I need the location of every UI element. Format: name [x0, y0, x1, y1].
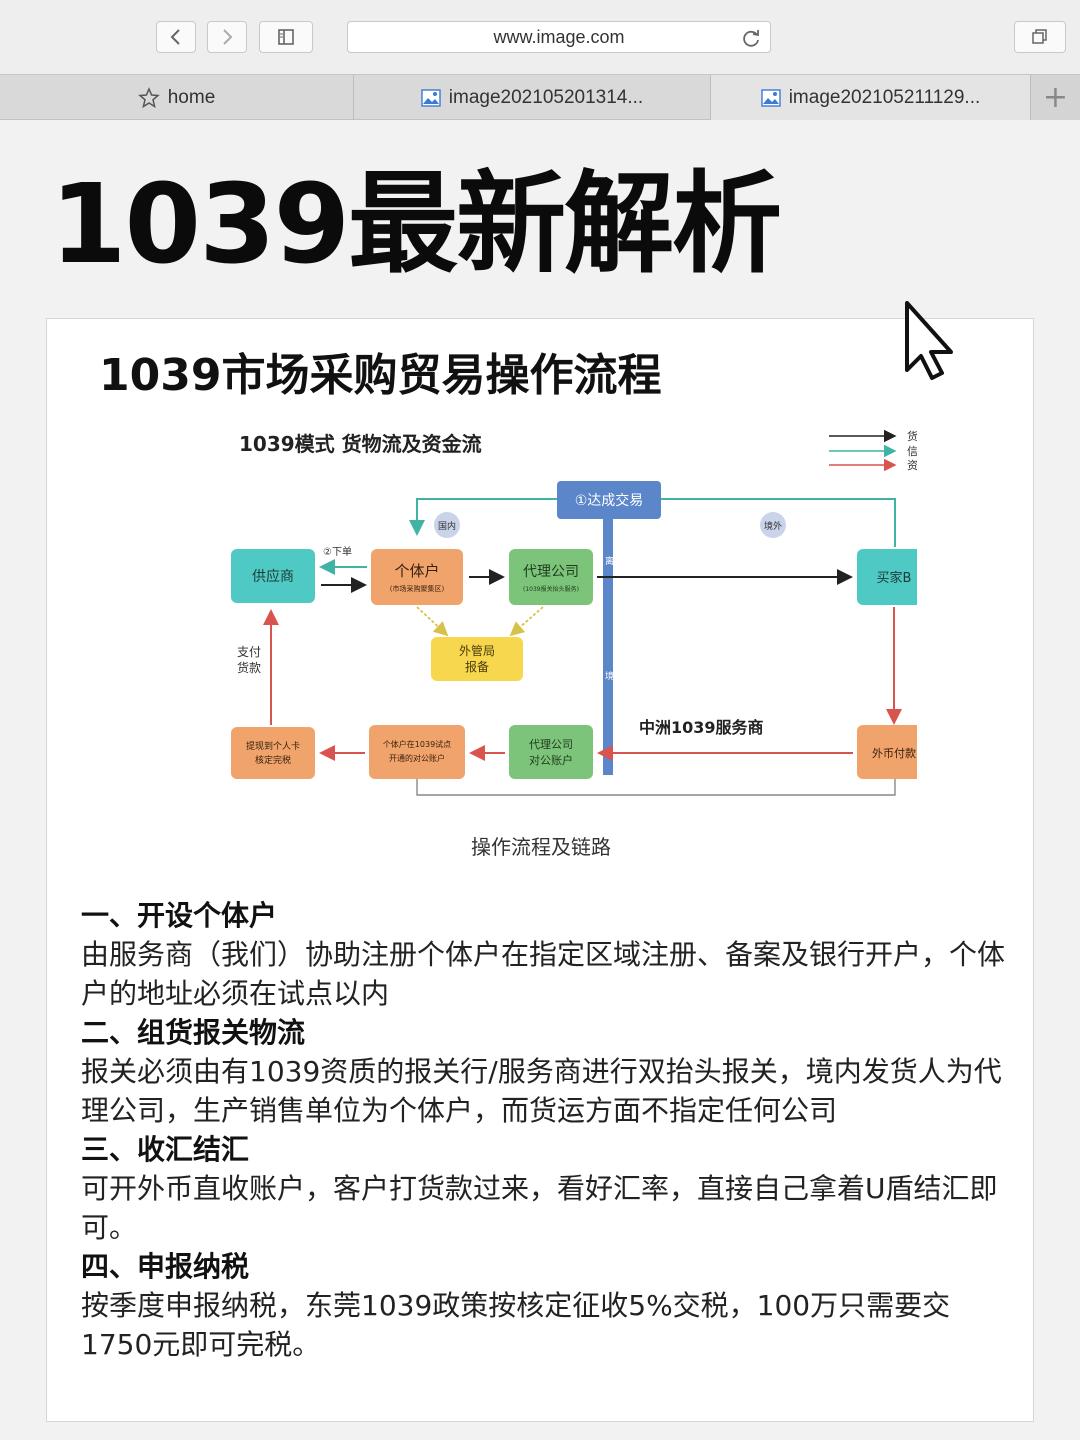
fx-bureau-node: [431, 637, 523, 681]
service-provider-label: 中洲1039服务商: [639, 718, 764, 737]
chevron-left-icon: [170, 29, 180, 45]
legend-funds: 资金流: [907, 458, 917, 472]
fx-bureau-label-1: 外管局: [459, 643, 495, 658]
section-body: 由服务商（我们）协助注册个体户在指定区域注册、备案及银行开户，个体户的地址必须在…: [81, 938, 1006, 1010]
star-icon: [137, 86, 160, 108]
bar-char-1: 离: [605, 555, 614, 567]
tab-bar: home image202105201314... image202105211…: [0, 74, 1080, 120]
deal-node-label: ①达成交易: [575, 492, 644, 509]
legend-info: 信息流: [907, 444, 917, 458]
individual-account-node: [369, 725, 465, 779]
tabs-icon: [1032, 29, 1047, 44]
order-label: ②下单: [323, 546, 352, 558]
pay-label-1: 支付: [237, 645, 261, 659]
supplier-label: 供应商: [252, 568, 294, 585]
section-heading: 二、组货报关物流: [81, 1016, 306, 1049]
diagram-title: 1039模式 货物流及资金流: [239, 432, 482, 456]
foreign-payment-node: [857, 725, 917, 779]
bar-char-2: 境: [605, 670, 614, 682]
flow-diagram: 1039模式 货物流及资金流 货物流 信息流 资金流 离 境 ①达成交易 国内 …: [231, 429, 917, 796]
legend-goods: 货物流: [907, 429, 917, 443]
tab-image-2[interactable]: image202105211129...: [711, 75, 1031, 120]
tab-label: image202105201314...: [448, 86, 644, 108]
tab-label: image202105211129...: [788, 86, 981, 108]
card-title: 1039市场采购贸易操作流程: [99, 350, 662, 401]
new-tab-button[interactable]: +: [1030, 75, 1080, 120]
diagram-caption: 操作流程及链路: [471, 835, 611, 859]
url-text: www.image.com: [493, 26, 625, 47]
sidebar-icon: [278, 29, 294, 45]
overseas-label: 境外: [764, 520, 782, 532]
back-button[interactable]: [156, 21, 196, 53]
customs-bar: [603, 499, 613, 775]
agent-label: 代理公司: [523, 564, 579, 580]
withdraw-label-2: 核定完税: [255, 754, 291, 766]
agent-account-label-2: 对公账户: [529, 753, 573, 767]
supplier-node: [231, 549, 315, 603]
page-headline: 1039最新解析: [50, 160, 782, 288]
individual-account-label-1: 个体户在1039试点: [383, 739, 451, 749]
tab-label: home: [167, 86, 216, 108]
foreign-payment-label: 外币付款: [872, 746, 916, 760]
agent-account-node: [509, 725, 593, 779]
forward-button[interactable]: [207, 21, 247, 53]
address-bar[interactable]: www.image.com: [347, 21, 771, 53]
plus-icon: +: [1042, 80, 1069, 115]
section-body: 可开外币直收账户，客户打货款过来，看好汇率，直接自己拿着U盾结汇即可。: [81, 1172, 998, 1244]
agent-sublabel: (1039报关抬头服务): [523, 585, 579, 593]
browser-toolbar: www.image.com: [0, 0, 1080, 74]
agent-node: [509, 549, 593, 605]
tab-image-1[interactable]: image202105201314...: [354, 75, 711, 120]
tabs-overview-button[interactable]: [1014, 21, 1066, 53]
section-heading: 三、收汇结汇: [81, 1133, 250, 1166]
chevron-right-icon: [223, 29, 233, 45]
fx-bureau-label-2: 报备: [465, 659, 489, 674]
reload-icon[interactable]: [740, 27, 762, 49]
section-heading: 四、申报纳税: [81, 1250, 250, 1283]
individual-label: 个体户: [394, 562, 439, 580]
image-icon: [421, 88, 441, 107]
individual-node: [371, 549, 463, 605]
individual-sublabel: (市场采购聚集区): [390, 584, 445, 593]
section-heading: 一、开设个体户: [81, 899, 278, 932]
buyer-node: [857, 549, 917, 605]
domestic-label: 国内: [438, 520, 456, 532]
agent-account-label-1: 代理公司: [529, 738, 573, 751]
instruction-sections: 一、开设个体户 由服务商（我们）协助注册个体户在指定区域注册、备案及银行开户，个…: [81, 897, 1011, 1365]
deal-node: [557, 481, 661, 519]
withdraw-label-1: 提现到个人卡: [246, 740, 300, 752]
diagram-legend: 货物流 信息流 资金流: [829, 429, 917, 472]
buyer-label: 买家B: [877, 570, 912, 586]
image-icon: [761, 88, 781, 107]
pay-label-2: 货款: [237, 660, 261, 675]
section-body: 按季度申报纳税，东莞1039政策按核定征收5%交税，100万只需要交1750元即…: [81, 1289, 951, 1361]
section-body: 报关必须由有1039资质的报关行/服务商进行双抬头报关，境内发货人为代理公司，生…: [81, 1055, 1002, 1127]
tab-home[interactable]: home: [0, 75, 354, 120]
content-card: 1039市场采购贸易操作流程 1039模式 货物流及资金流 货物流 信息流 资金…: [46, 318, 1034, 1422]
withdraw-node: [231, 727, 315, 779]
sidebar-toggle-button[interactable]: [259, 21, 313, 53]
individual-account-label-2: 开通的对公账户: [389, 753, 445, 763]
mouse-cursor-icon: [905, 301, 953, 380]
